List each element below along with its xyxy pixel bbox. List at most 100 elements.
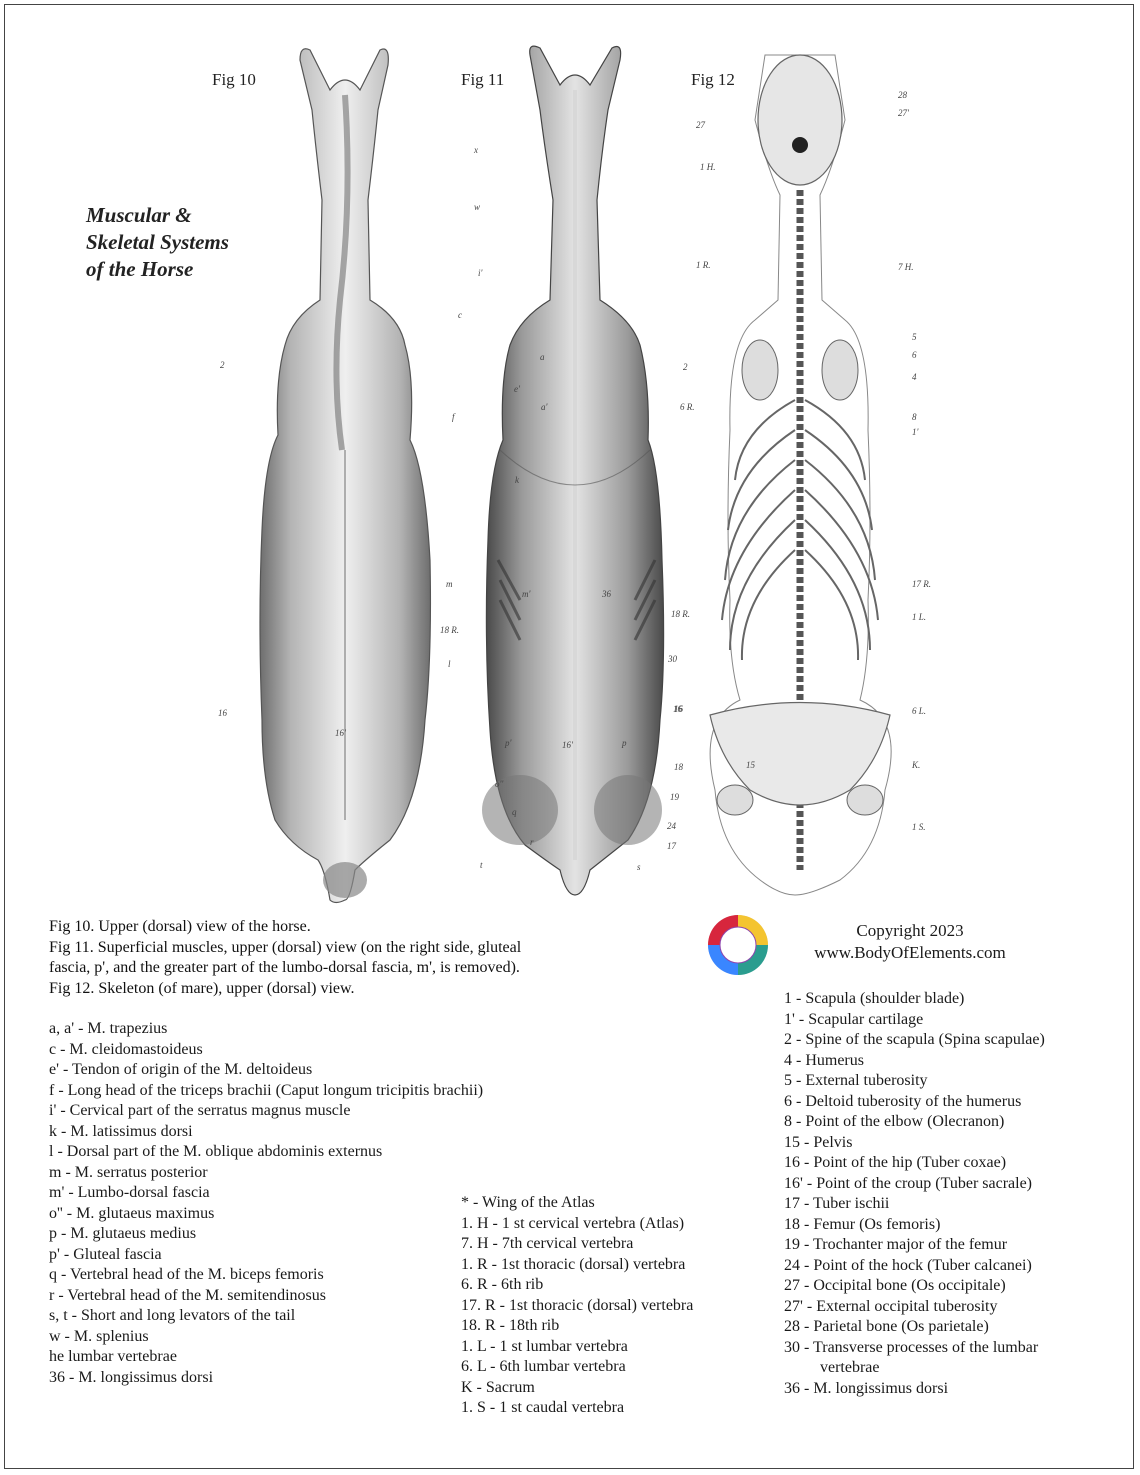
fig11-callout: q [512,807,517,817]
fig11-callout: f [452,412,456,422]
fig11-callout: i' [478,268,484,278]
body-of-elements-logo [708,915,768,975]
legend-item: 15 - Pelvis [784,1133,853,1151]
fig12-callout: 6 R. [680,402,695,412]
fig10-label: Fig 10 [212,70,256,89]
fig12-femur-right [846,784,884,816]
fig12-callout: 1 R. [696,260,711,270]
fig12-callout: 17 [667,841,677,851]
logo-segment [708,915,738,945]
legend-item: 17 - Tuber ischii [784,1195,890,1212]
legend-item: w - M. splenius [49,1327,149,1345]
legend-item: 1. L - 1 st lumbar vertebra [461,1337,628,1355]
page-title: Muscular & Skeletal Systems of the Horse [86,202,229,283]
fig12-callout: 17 R. [912,579,931,589]
logo-segment [708,945,738,975]
fig12-femur-left [716,784,754,816]
fig12-callout: 16 [674,704,684,714]
page-border [4,4,1134,1469]
fig12-pelvis [709,701,891,806]
fig11-callout: 16 [673,704,683,714]
fig12-body-outline [709,54,892,896]
fig12-callout: 24 [667,821,677,831]
fig11-callout: k [515,475,520,485]
title-line-3: of the Horse [86,257,194,281]
fig12-foramen [792,137,808,153]
fig10-callout: 16' [335,728,347,738]
fig12-skull [757,54,843,186]
fig12-scapula-left [741,339,779,401]
fig11-callout: 2 [683,362,688,372]
fig11-callout: 16' [562,740,574,750]
fig11-callout: e' [514,384,521,394]
logo-segment [738,915,768,945]
figure-captions: Fig 10. Upper (dorsal) view of the horse… [49,917,521,999]
legend-item: 4 - Humerus [784,1051,864,1069]
fig11-label: Fig 11 [461,70,505,89]
legend-item: e' - Tendon of origin of the M. deltoide… [49,1061,313,1078]
copyright-year: Copyright 2023 [856,921,964,940]
legend-item: 27 - Occipital bone (Os occipitale) [784,1277,1006,1294]
logo-segment [738,945,768,975]
legend-item: m' - Lumbo-dorsal fascia [49,1184,210,1201]
fig11-callout: w [474,202,480,212]
fig12-callout: 8 [912,412,917,422]
caption-fig11-b: fascia, p', and the greater part of the … [49,959,520,976]
fig11-callout: s [637,862,641,872]
fig11-callout: c [458,310,462,320]
fig11-muscle-illustration [482,45,665,896]
legend-item: 27' - External occipital tuberosity [784,1297,998,1315]
fig11-callout: l [448,659,451,669]
fig12-callout: K. [911,760,920,770]
legend-item: 1. S - 1 st caudal vertebra [461,1399,625,1416]
legend-item: 1' - Scapular cartilage [784,1010,924,1028]
fig12-callout: 18 [674,762,684,772]
legend-item: he lumbar vertebrae [49,1348,177,1365]
legend-item: m - M. serratus posterior [49,1163,208,1181]
legend-item: k - M. latissimus dorsi [49,1122,193,1140]
legend-item: 28 - Parietal bone (Os parietale) [784,1318,989,1335]
title-line-2: Skeletal Systems [86,230,229,254]
legend-item: f - Long head of the triceps brachii (Ca… [49,1081,484,1099]
legend-item: 19 - Trochanter major of the femur [784,1236,1008,1253]
fig12-callout: 1' [912,427,920,437]
fig11-callout: p [621,738,627,748]
fig11-gluteal-right [594,775,662,845]
legend-item: vertebrae [820,1359,880,1376]
fig10-callout: 16 [218,708,228,718]
legend-item: 17. R - 1st thoracic (dorsal) vertebra [461,1296,694,1314]
fig10-horse-illustration [259,48,432,904]
legend-item: p - M. glutaeus medius [49,1225,197,1242]
copyright-url: www.BodyOfElements.com [814,943,1006,962]
caption-fig12: Fig 12. Skeleton (of mare), upper (dorsa… [49,979,355,997]
fig11-callout: a [540,352,545,362]
fig12-callout: 7 H. [898,262,914,272]
fig10-mane [333,94,351,451]
legend-item: i' - Cervical part of the serratus magnu… [49,1102,351,1119]
legend-item: 36 - M. longissimus dorsi [49,1368,214,1386]
fig12-callout: 1 L. [912,612,926,622]
legend-item: 16 - Point of the hip (Tuber coxae) [784,1154,1007,1171]
fig11-callout: m' [522,589,531,599]
fig12-callout: 6 [912,350,917,360]
fig11-callout: x [473,145,478,155]
fig11-gluteal-left [482,775,558,845]
legend-item: 7. H - 7th cervical vertebra [461,1235,634,1252]
legend-item: 1 - Scapula (shoulder blade) [784,990,965,1007]
fig12-label: Fig 12 [691,70,735,89]
legend-item: o'' - M. glutaeus maximus [49,1204,215,1222]
legend-item: 6 - Deltoid tuberosity of the humerus [784,1092,1022,1110]
copyright-block: Copyright 2023 www.BodyOfElements.com [794,920,1026,964]
legend-item: 6. R - 6th rib [461,1276,544,1293]
fig12-callout: 5 [912,332,917,342]
legend-item: 18. R - 18th rib [461,1317,560,1334]
legend-item: 16' - Point of the croup (Tuber sacrale) [784,1174,1033,1192]
fig12-callout: 27' [898,108,910,118]
caption-fig11-a: Fig 11. Superficial muscles, upper (dors… [49,938,522,956]
fig10-callout: 2 [220,360,225,370]
fig11-callout: t [480,860,483,870]
fig12-skeleton-illustration [709,54,892,896]
legend-item: 1. R - 1st thoracic (dorsal) vertebra [461,1255,686,1273]
